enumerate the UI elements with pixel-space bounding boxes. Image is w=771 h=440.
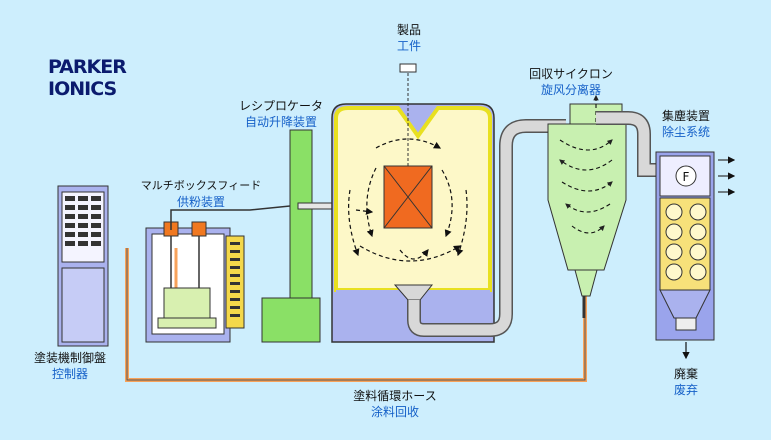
label-cyclone: 回収サイクロン 旋风分离器 xyxy=(529,67,613,97)
label-collector: 集塵装置 除尘系统 xyxy=(661,109,710,139)
parker-ionics-logo: PARKER IONICS xyxy=(48,56,127,100)
label-feeder: マルチボックスフィード 供粉装置 xyxy=(140,179,262,209)
control-panel xyxy=(57,185,109,347)
label-waste: 廃棄 废弃 xyxy=(673,367,698,397)
dust-collector: F xyxy=(655,151,736,360)
label-product: 製品 工件 xyxy=(396,23,421,53)
label-control: 塗装機制御盤 控制器 xyxy=(33,351,106,381)
svg-text:F: F xyxy=(683,170,690,184)
cyclone xyxy=(547,94,627,318)
powder-feeder xyxy=(145,204,301,343)
label-hose: 塗料循環ホース 涂料回收 xyxy=(353,389,437,419)
label-reciprocator: レシプロケータ 自动升降装置 xyxy=(238,99,323,129)
